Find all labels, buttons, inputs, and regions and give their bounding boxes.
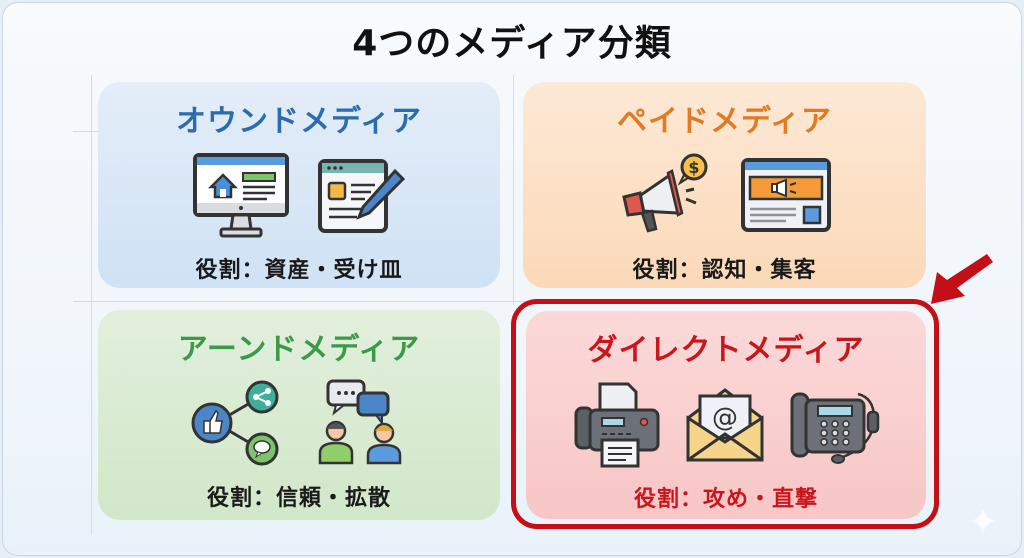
- card-earned-media: アーンドメディア 役割：信頼・拡散: [98, 310, 500, 520]
- card-title: アーンドメディア: [177, 332, 421, 367]
- svg-text:@: @: [712, 403, 738, 433]
- diagram-title: 4つのメディア分類: [352, 23, 672, 64]
- card-role: 役割：信頼・拡散: [206, 486, 391, 511]
- people-conversation-icon: [318, 379, 402, 465]
- card-title: ダイレクトメディア: [587, 333, 865, 368]
- card-role: 役割：認知・集客: [632, 258, 817, 283]
- fax-machine-icon: [574, 382, 660, 468]
- gridline: [73, 301, 953, 302]
- web-ad-banner-icon: [740, 158, 831, 232]
- blog-edit-icon: [318, 159, 406, 233]
- card-direct-media: ダイレクトメディア @: [526, 311, 926, 519]
- gridline: [91, 75, 92, 535]
- card-role: 役割：攻め・直撃: [633, 487, 818, 512]
- card-role: 役割：資産・受け皿: [195, 258, 403, 283]
- svg-text:$: $: [688, 158, 699, 177]
- gridline: [73, 131, 103, 132]
- sparkle-icon: [970, 508, 996, 534]
- card-title: オウンドメディア: [176, 104, 422, 139]
- card-title: ペイドメディア: [617, 104, 832, 139]
- website-monitor-icon: [193, 153, 289, 238]
- card-paid-media: ペイドメディア $ 役割：認知・集客: [523, 82, 926, 288]
- social-share-icon: [191, 380, 279, 466]
- megaphone-dollar-icon: $: [621, 153, 707, 233]
- highlight-arrow-icon: [931, 254, 993, 304]
- gridline: [513, 75, 514, 305]
- email-envelope-icon: @: [686, 388, 764, 462]
- highlight-border: [511, 299, 939, 529]
- card-owned-media: オウンドメディア 役割：資産・受け皿: [98, 82, 500, 288]
- telephone-headset-icon: [790, 392, 880, 464]
